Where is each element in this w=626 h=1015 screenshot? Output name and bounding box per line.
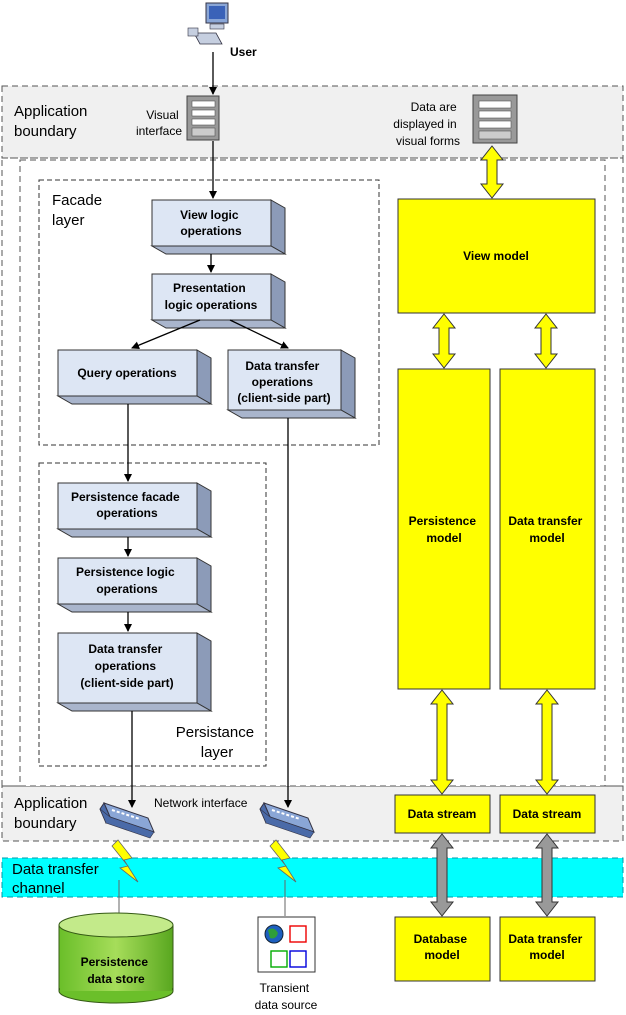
svg-text:Data stream: Data stream	[408, 807, 477, 821]
bottom-boundary-label: Application boundary	[14, 795, 92, 832]
svg-text:Persistence facade opera: Persistence facade operations	[71, 490, 183, 520]
lightning-bolt-icon-1	[111, 839, 139, 883]
transient-data-source-icon	[257, 916, 316, 973]
grey-double-arrows	[429, 833, 560, 917]
data-stream-box-2: Data stream	[499, 794, 596, 834]
persistence-logic-operations-box: Persistence logic operations	[56, 557, 213, 613]
persistance-layer-title: Persistance layer	[176, 724, 259, 761]
svg-text:Data stream: Data stream	[513, 807, 582, 821]
application-boundary-top-band	[1, 85, 624, 159]
channel-label: Data transfer channel	[12, 861, 103, 897]
data-transfer-operations-persistence-box: Data transfer operations (client-side pa…	[56, 632, 213, 712]
data-display-label: Data are displayed in visual forms	[393, 100, 460, 148]
persistence-data-store-icon: Persistence data store	[58, 912, 174, 1004]
query-operations-box: Query operations	[56, 349, 213, 405]
persistence-model-box: Persistence model	[397, 368, 491, 690]
svg-text:Data transfer model: Data transfer model	[508, 932, 585, 962]
lightning-bolt-icon-2	[269, 839, 297, 883]
network-switch-icon-1	[99, 801, 155, 839]
svg-text:Data transfer operations: Data transfer operations (client-side pa…	[80, 642, 173, 690]
svg-text:Persistence model: Persistence model	[409, 514, 480, 545]
facade-layer-title: Facade layer	[52, 192, 106, 229]
svg-text:Query operations: Query operations	[77, 366, 177, 380]
svg-text:Presentation logic opera: Presentation logic operations	[165, 281, 258, 312]
database-model-box: Database model	[394, 916, 491, 982]
presentation-logic-operations-box: Presentation logic operations	[150, 273, 287, 329]
svg-text:View logic operations: View logic operations	[180, 208, 242, 238]
application-container	[1, 157, 624, 787]
user-label: User	[230, 45, 257, 59]
computer-icon	[187, 2, 229, 45]
top-boundary-label: Application boundary	[14, 103, 92, 140]
data-transfer-model-bottom-box: Data transfer model	[499, 916, 596, 982]
svg-text:Database model: Database model	[414, 932, 471, 962]
svg-text:Persistence logic operat: Persistence logic operations	[76, 565, 178, 596]
svg-text:Data transfer model: Data transfer model	[508, 514, 585, 545]
data-stream-box-1: Data stream	[394, 794, 491, 834]
svg-text:Persistence data store: Persistence data store	[81, 955, 152, 986]
visual-interface-label: Visual interface	[136, 108, 182, 138]
svg-text:View model: View model	[463, 249, 529, 263]
data-transfer-operations-facade-box: Data transfer operations (client-side pa…	[226, 349, 357, 419]
yellow-double-arrows	[429, 145, 560, 795]
view-logic-operations-box: View logic operations	[150, 199, 287, 255]
network-switch-icon-2	[259, 801, 315, 839]
flow-arrows	[124, 52, 292, 808]
data-transfer-channel-band	[1, 857, 624, 898]
data-display-icon	[472, 94, 518, 144]
transient-data-source-label: Transient data source	[255, 981, 318, 1012]
svg-text:Data transfer operations: Data transfer operations (client-side pa…	[237, 359, 330, 405]
visual-interface-icon	[186, 95, 220, 141]
persistence-facade-operations-box: Persistence facade operations	[56, 482, 213, 538]
network-interface-label: Network interface	[154, 796, 248, 810]
data-transfer-model-box: Data transfer model	[499, 368, 596, 690]
view-model-box: View model	[397, 198, 596, 314]
